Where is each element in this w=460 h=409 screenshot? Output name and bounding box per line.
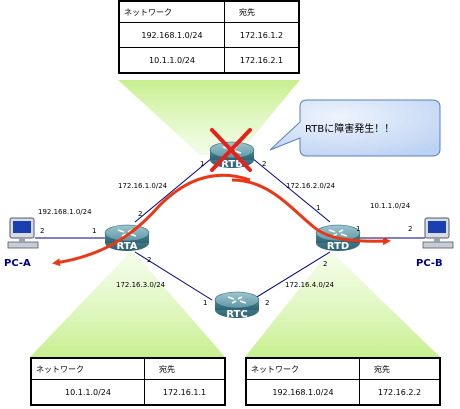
beam-rta bbox=[30, 250, 225, 357]
port-label: 1 bbox=[356, 225, 360, 233]
traffic-path-to-pc-b bbox=[231, 178, 391, 246]
pc-b-icon[interactable] bbox=[422, 217, 454, 249]
table-cell-destination: 172.16.1.2 bbox=[224, 22, 300, 48]
port-label: 2 bbox=[262, 160, 266, 168]
port-label: 1 bbox=[203, 299, 207, 307]
table-header-network: ネットワーク bbox=[118, 0, 225, 23]
beam-rtd bbox=[245, 250, 440, 357]
port-label: 2 bbox=[147, 256, 151, 264]
network-label-c-d: 172.16.4.0/24 bbox=[285, 281, 335, 289]
table-row: 10.1.1.0/24 172.16.2.1 bbox=[118, 47, 300, 74]
link-rta-rtb bbox=[134, 157, 213, 223]
port-label: 2 bbox=[408, 225, 412, 233]
table-cell-network: 192.168.1.0/24 bbox=[118, 22, 225, 48]
table-row: 192.168.1.0/24 172.16.1.2 bbox=[118, 22, 300, 48]
router-label-rta: RTA bbox=[116, 241, 137, 252]
pc-a-label: PC-A bbox=[4, 258, 31, 269]
table-header-destination: 宛先 bbox=[144, 357, 226, 380]
routing-table-rtd: ネットワーク 宛先 192.168.1.0/24 172.16.2.2 bbox=[245, 357, 441, 406]
router-label-rtd: RTD bbox=[327, 241, 349, 252]
table-cell-network: 10.1.1.0/24 bbox=[118, 47, 225, 74]
pc-b-label: PC-B bbox=[416, 258, 443, 269]
table-header-destination: 宛先 bbox=[224, 0, 300, 23]
beam-rtb bbox=[118, 80, 300, 155]
port-label: 2 bbox=[138, 210, 142, 218]
link-rta-rtc bbox=[134, 251, 213, 301]
table-cell-network: 10.1.1.0/24 bbox=[30, 379, 145, 406]
table-row: 192.168.1.0/24 172.16.2.2 bbox=[245, 379, 441, 406]
port-label: 2 bbox=[323, 260, 327, 268]
table-cell-destination: 172.16.1.1 bbox=[144, 379, 226, 406]
port-label: 2 bbox=[40, 227, 44, 235]
network-label-lan-b: 10.1.1.0/24 bbox=[370, 202, 411, 210]
failure-x-icon bbox=[210, 128, 252, 172]
link-rtc-rtd bbox=[251, 251, 331, 301]
failure-callout: RTBに障害発生！！ bbox=[269, 99, 441, 157]
port-label: 1 bbox=[316, 204, 320, 212]
table-row: 10.1.1.0/24 172.16.1.1 bbox=[30, 379, 226, 406]
table-cell-destination: 172.16.2.1 bbox=[224, 47, 300, 74]
table-header-network: ネットワーク bbox=[245, 357, 360, 380]
callout-text: RTBに障害発生！！ bbox=[305, 122, 394, 135]
table-cell-network: 192.168.1.0/24 bbox=[245, 379, 360, 406]
router-label-rtb: RTB bbox=[221, 159, 243, 170]
network-label-b-d: 172.16.2.0/24 bbox=[286, 182, 336, 190]
router-rtc[interactable] bbox=[214, 291, 260, 318]
pc-a-icon[interactable] bbox=[7, 217, 39, 249]
port-label: 2 bbox=[265, 299, 269, 307]
port-label: 1 bbox=[200, 160, 204, 168]
network-label-a-c: 172.16.3.0/24 bbox=[116, 281, 166, 289]
network-label-a-b: 172.16.1.0/24 bbox=[118, 182, 168, 190]
traffic-path-to-pc-a bbox=[52, 173, 251, 267]
table-header-network: ネットワーク bbox=[30, 357, 145, 380]
router-label-rtc: RTC bbox=[226, 309, 247, 320]
port-label: 1 bbox=[92, 227, 96, 235]
link-rtb-rtd bbox=[251, 157, 331, 223]
router-rta[interactable] bbox=[104, 224, 150, 251]
network-label-lan-a: 192.168.1.0/24 bbox=[38, 208, 92, 216]
table-header-destination: 宛先 bbox=[359, 357, 441, 380]
routing-table-rta: ネットワーク 宛先 10.1.1.0/24 172.16.1.1 bbox=[30, 357, 226, 406]
routing-table-rtb: ネットワーク 宛先 192.168.1.0/24 172.16.1.2 10.1… bbox=[118, 0, 300, 74]
table-cell-destination: 172.16.2.2 bbox=[359, 379, 441, 406]
